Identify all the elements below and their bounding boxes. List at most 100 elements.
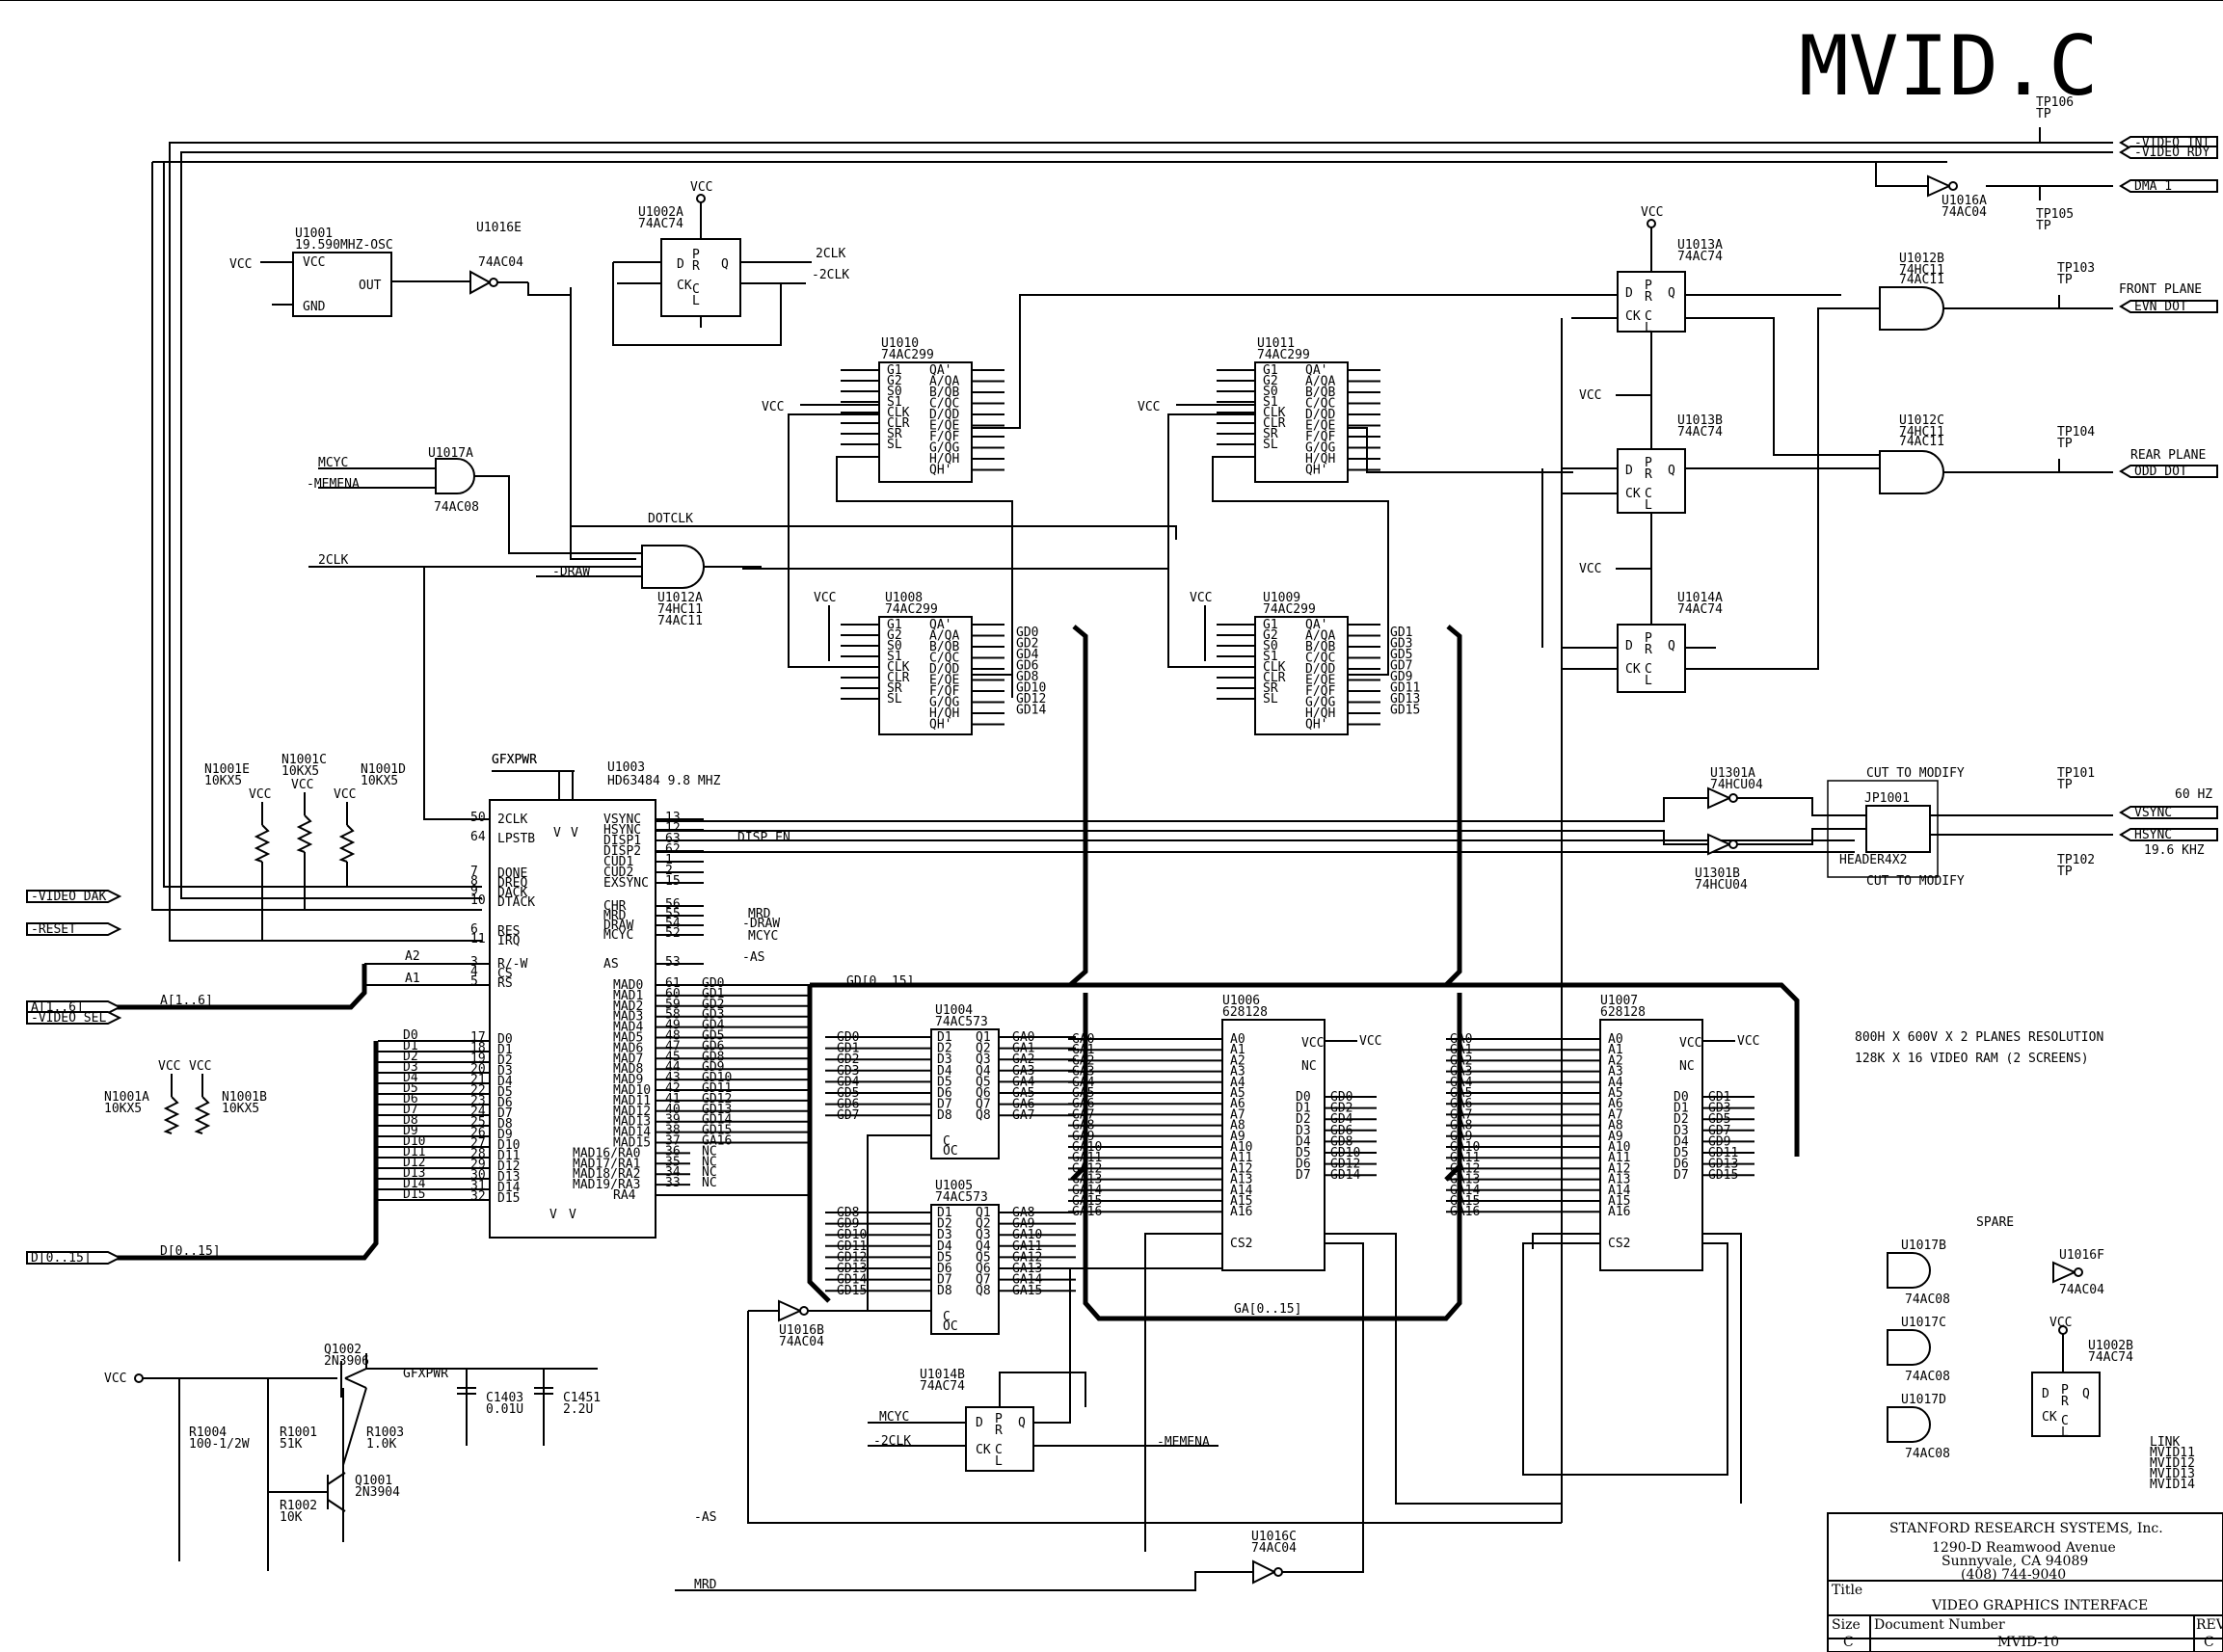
gd-net-label: GD13 (1390, 692, 1420, 706)
ref-label: 74AC299 (885, 602, 938, 617)
hd-pin-number: 33 (665, 1176, 681, 1190)
hd-pin-label: CUD1 (603, 855, 633, 869)
flipflop-u1014a (1617, 624, 1686, 693)
ram-pin-label: A7 (1608, 1107, 1623, 1122)
hd-pin-label: V (569, 1208, 576, 1222)
hd-pin-label: DRAW (603, 919, 633, 933)
net-label: -2CLK (812, 268, 849, 282)
sram-u1007 (1599, 1019, 1703, 1271)
latch-pin-label: D2 (937, 1217, 952, 1232)
dbus-net-label: D1 (403, 1039, 418, 1053)
ic-pin-label: SR (1263, 427, 1278, 441)
hd-pin-label: RA4 (613, 1188, 636, 1203)
latch-pin-label: D2 (937, 1042, 952, 1056)
svg-text:VCC: VCC (229, 257, 252, 272)
ram-pin-label: A13 (1608, 1173, 1630, 1187)
ic-pin-label: SL (887, 692, 902, 706)
net-label: -DRAW (552, 565, 590, 579)
ref-label: 74HC11 (657, 602, 703, 617)
hd-pin-label: MCYC (603, 928, 633, 943)
ref-label: 74AC04 (1251, 1541, 1297, 1556)
ff-pin-label: L (1645, 498, 1652, 513)
net-label: TP104 (2057, 425, 2095, 440)
port-right-arrow (2119, 806, 2218, 819)
ic-pin-label: F/QF (929, 684, 959, 699)
ref-label: 74AC11 (657, 614, 703, 628)
gd-net-label: GD6 (1016, 659, 1038, 674)
hd-net-label: GD5 (702, 1029, 724, 1044)
latch-pin-label: D3 (937, 1228, 952, 1242)
ref-label: N1001E (204, 762, 250, 777)
svg-text:VCC: VCC (1190, 591, 1212, 605)
ref-label: U1301B (1695, 866, 1740, 881)
port-left-arrow (26, 1251, 122, 1265)
ref-label: U1009 (1263, 591, 1300, 605)
hd-pin-label: D1 (497, 1043, 513, 1057)
ref-label: 74HCU04 (1695, 878, 1748, 893)
hd-pin-label: MAD14 (613, 1126, 651, 1140)
ff-pin-label: D (1625, 639, 1633, 653)
inverter-u1016c (1252, 1559, 1277, 1585)
ref-label: 74HC11 (1899, 263, 1944, 278)
ic-pin-label: B/QB (929, 386, 959, 400)
hd-pin-number: 5 (470, 974, 478, 989)
hd-pin-label: DISP1 (603, 834, 641, 848)
ref-label: 74AC04 (779, 1335, 824, 1349)
port-right-arrow (2119, 179, 2218, 193)
hd-pin-label: MAD10 (613, 1083, 651, 1098)
svg-text:D: D (976, 1416, 983, 1430)
ic-pin-label: G1 (1263, 618, 1278, 632)
shift-register-u1009 (1254, 616, 1349, 735)
dbus-net-label: D2 (403, 1050, 418, 1064)
ff-pin-label: CK (1625, 487, 1641, 501)
ref-label: 74AC299 (1257, 348, 1310, 362)
hd-pin-label: MAD5 (613, 1031, 643, 1046)
hd-pin-number: 6 (470, 922, 478, 937)
ref-label: 100-1/2W (189, 1437, 250, 1452)
hd-pin-number: 48 (665, 1029, 681, 1044)
ic-pin-label: QH' (1305, 464, 1327, 478)
ram-pin-label: D4 (1296, 1134, 1311, 1149)
ref-label: HD63484 9.8 MHZ (607, 774, 721, 788)
ram-pin-label: NC (1679, 1059, 1695, 1074)
ref-label: 74AC299 (881, 348, 934, 362)
ic-pin-label: SL (887, 438, 902, 452)
hd-pin-number: 43 (665, 1071, 681, 1085)
reference-labels: U100119.590MHZ-OSCU1016E74AC04U1002A74AC… (104, 194, 2133, 1556)
flipflop-u1002a (660, 238, 741, 317)
ic-pin-label: S1 (1263, 395, 1278, 410)
latch-pin-label: OC (943, 1144, 958, 1159)
ram-pin-label: A1 (1230, 1043, 1245, 1057)
net-label: DISP EN (737, 831, 790, 845)
svg-text:R: R (2061, 1395, 2069, 1409)
hd-pin-label: MAD1 (613, 989, 643, 1003)
ref-label: R1002 (280, 1499, 317, 1513)
hd-net-label: GD11 (702, 1081, 732, 1096)
hd-pin-label: D0 (497, 1032, 513, 1047)
ref-label: U1016A (1942, 194, 1987, 208)
net-label: MRD (748, 907, 771, 921)
note-vram: 128K X 16 VIDEO RAM (2 SCREENS) (1855, 1052, 2089, 1066)
resnet-vcc: VCC (291, 778, 313, 792)
ic-pin-label: S0 (887, 639, 902, 653)
hd-pin-label: DONE (497, 866, 527, 881)
ff-pin-label: Q (1668, 464, 1675, 478)
svg-text:VCC: VCC (1138, 400, 1160, 414)
ram-pin-label: A3 (1230, 1065, 1245, 1079)
hd-pin-label: D13 (497, 1170, 520, 1185)
bus-d (116, 1041, 379, 1261)
hd-net-label: GD10 (702, 1071, 732, 1085)
ff-pin-label: D (1625, 286, 1633, 301)
dbus-net-label: D10 (403, 1134, 425, 1149)
latch-pin-label: D5 (937, 1075, 952, 1089)
net-label: 2CLK (318, 553, 348, 568)
ff-pin-label: Q (1668, 286, 1675, 301)
ref-label: U1012A (657, 591, 703, 605)
port-left-label: -VIDEO SEL (31, 1011, 106, 1026)
and-gate-u1017a (435, 458, 475, 494)
hd-pin-label: MAD9 (613, 1073, 643, 1087)
ic-pin-label: H/QH (1305, 706, 1335, 721)
hd-pin-label: RES (497, 924, 520, 939)
